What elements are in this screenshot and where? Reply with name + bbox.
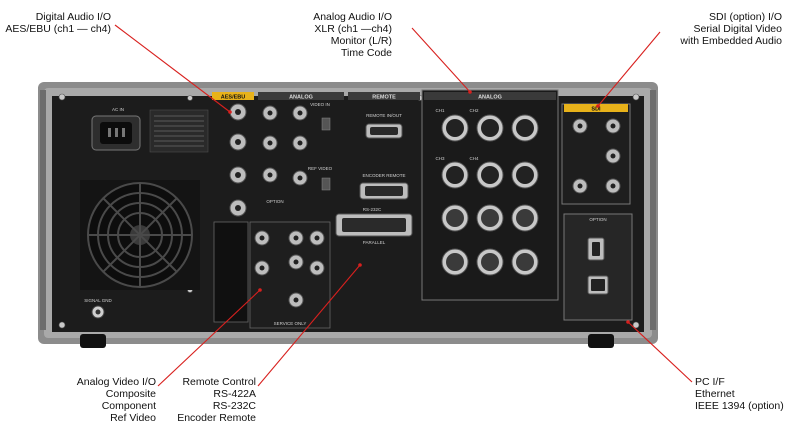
- analog-video-header: ANALOG: [289, 95, 313, 101]
- option-label: OPTION: [589, 217, 606, 222]
- pc-if-option-block: [563, 213, 633, 321]
- fan-grille: [80, 180, 200, 290]
- foot-left: [80, 334, 106, 348]
- option-video-label: OPTION: [266, 199, 283, 204]
- aes-ebu-connectors: [229, 103, 247, 217]
- callout-digital-audio: Digital Audio I/O AES/EBU (ch1 — ch4): [5, 11, 111, 35]
- analog-video-connectors: [262, 105, 331, 191]
- rs232c-label: RS-232C: [363, 207, 382, 212]
- video-in-label: VIDEO IN: [310, 102, 330, 107]
- foot-right: [588, 334, 614, 348]
- remote-in-out-label: REMOTE IN/OUT: [366, 113, 402, 118]
- sdi-connectors: [572, 118, 621, 194]
- aes-ebu-label: AES/EBU: [221, 95, 245, 101]
- callout-sdi: SDI (option) I/O Serial Digital Video wi…: [680, 11, 782, 47]
- xlr-connectors: [441, 114, 539, 276]
- sdi-header: SDI: [591, 107, 601, 113]
- service-only-label: SERVICE ONLY: [274, 321, 307, 326]
- ch1-label: CH1: [435, 108, 444, 113]
- callout-remote-control: Remote Control RS-422A RS-232C Encoder R…: [177, 376, 256, 424]
- aes-ebu-header: [212, 92, 254, 100]
- ac-in-label: AC IN: [112, 107, 124, 112]
- analog-audio-header: ANALOG: [478, 95, 502, 101]
- encoder-remote-label: ENCODER REMOTE: [362, 173, 405, 178]
- ch2-label: CH2: [469, 108, 478, 113]
- callout-analog-video: Analog Video I/O Composite Component Ref…: [76, 376, 156, 424]
- parallel-label: PARALLEL: [363, 240, 386, 245]
- ref-video-label: REF VIDEO: [308, 166, 333, 171]
- leader-lines: [114, 24, 693, 387]
- callout-pc-if: PC I/F Ethernet IEEE 1394 (option): [695, 376, 784, 412]
- remote-header: REMOTE: [372, 95, 396, 101]
- signal-gnd-label: SIGNAL GND: [84, 298, 112, 303]
- ch4-label: CH4: [469, 156, 478, 161]
- callout-analog-audio: Analog Audio I/O XLR (ch1 —ch4) Monitor …: [313, 11, 392, 59]
- blank-plate: [213, 221, 249, 323]
- ch3-label: CH3: [435, 156, 444, 161]
